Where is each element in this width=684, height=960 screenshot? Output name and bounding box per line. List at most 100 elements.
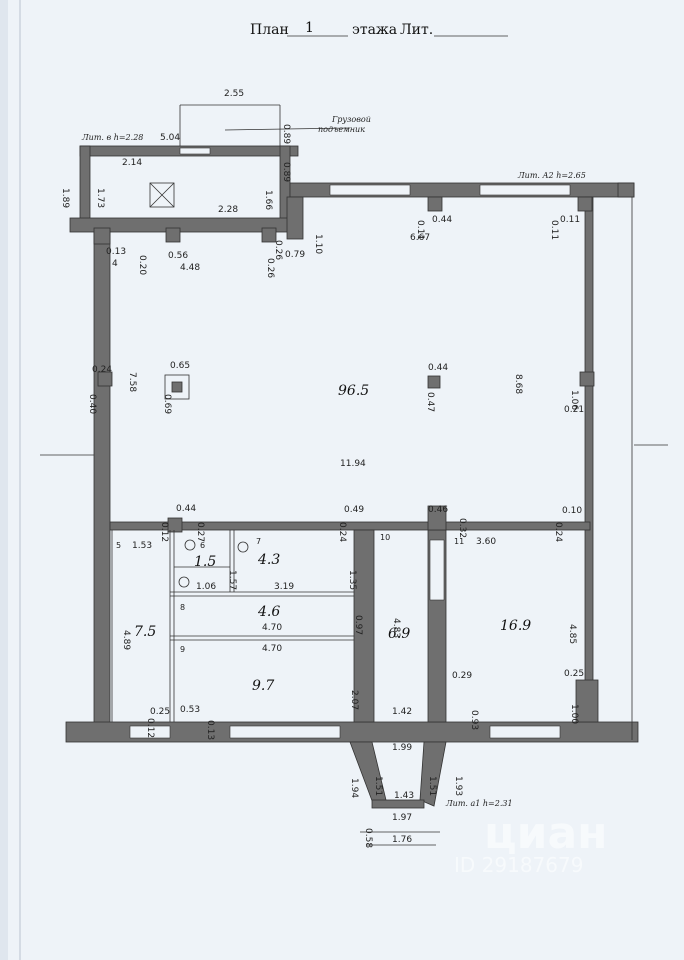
dimension-label: 1.93	[453, 776, 463, 796]
dimension-label: 6.67	[410, 233, 430, 243]
dimension-label: 1.43	[394, 791, 414, 801]
dimension-label: 1.51	[427, 776, 437, 796]
column	[427, 375, 441, 389]
dimension-label: 1.06	[569, 390, 579, 410]
dimension-label: 0.13	[205, 720, 215, 740]
dimension-label: 3.19	[274, 582, 294, 592]
dimension-label: 0.11	[415, 220, 425, 240]
floor-number: 1	[305, 20, 314, 36]
dimension-label: 0.26	[273, 240, 283, 260]
dimension-label: 1.97	[392, 813, 412, 823]
dimension-label: 4.85	[567, 624, 577, 644]
partitions	[109, 505, 591, 723]
room-9-number: 9	[180, 645, 185, 654]
room-7-area: 4.3	[257, 552, 280, 568]
dimension-label: 5.04	[160, 133, 180, 143]
dimension-label: 0.89	[281, 124, 291, 144]
dimension-label: 0.79	[285, 250, 305, 260]
dimension-label: 1.99	[392, 743, 412, 753]
dimension-label: 4.70	[262, 644, 282, 654]
dimension-label: 4.48	[180, 263, 200, 273]
room-7-number: 7	[256, 537, 261, 546]
dimension-label: 1.35	[347, 570, 357, 590]
dimension-label: 2.07	[349, 690, 359, 710]
dimension-label: 0.97	[353, 615, 363, 635]
dimension-label: 0.12	[145, 718, 155, 738]
annex-lit-v	[79, 104, 351, 223]
dimension-label: 0.93	[469, 710, 479, 730]
dimension-label: 0.65	[170, 361, 190, 371]
dimension-label: 8.68	[513, 374, 523, 394]
dimension-label: 0.53	[180, 705, 200, 715]
dimension-label: 0.25	[150, 707, 170, 717]
dimension-label: 1.73	[95, 188, 105, 208]
dimension-label: 0.13	[106, 247, 126, 257]
dimension-label: 4.70	[262, 623, 282, 633]
floor-word: этажа	[352, 22, 397, 38]
lift-shaft	[149, 182, 175, 208]
dimension-label: 2.14	[122, 158, 142, 168]
dimension-label: 0.12	[159, 522, 169, 542]
dimension-label: 0.58	[363, 828, 373, 848]
watermark-id: ID 29187679	[454, 853, 583, 877]
plan-sheet	[8, 0, 684, 960]
dimension-label: 3.60	[476, 537, 496, 547]
column-box	[164, 374, 190, 400]
main-walls	[40, 182, 668, 743]
dimension-label: 0.11	[549, 220, 559, 240]
watermark-brand: циан	[484, 808, 608, 859]
dimension-label: 0.40	[87, 394, 97, 414]
dimension-label: 0.44	[176, 504, 196, 514]
dimension-label: 1.89	[60, 188, 70, 208]
dimension-label: 0.56	[168, 251, 188, 261]
room-11-area: 16.9	[500, 618, 531, 634]
dimension-label: 1.57	[227, 570, 237, 590]
lit-v-label: Лит. в h=2.28	[81, 133, 143, 142]
dimension-label: 0.89	[281, 162, 291, 182]
dimension-label: 2.28	[218, 205, 238, 215]
room-6-area: 1.5	[194, 554, 216, 570]
lit-a1-label: Лит. а1 h=2.31	[445, 799, 513, 808]
dimension-label: 4	[112, 259, 118, 269]
dimension-label: 4.83	[391, 618, 401, 638]
dimension-label: 0.26	[265, 258, 275, 278]
dimension-label: 1.06	[196, 582, 216, 592]
dimension-label: 0.24	[553, 522, 563, 542]
room-10-number: 10	[380, 533, 390, 542]
dimension-label: 0.27	[195, 522, 205, 542]
dimension-label: 0.21	[564, 405, 584, 415]
room-6-number: 6	[200, 541, 205, 550]
porch-lit-a1	[349, 741, 447, 846]
dimension-label: 1.53	[132, 541, 152, 551]
lit-word: Лит.	[400, 22, 433, 38]
room-10-area: 6.9	[388, 626, 410, 642]
dimension-label: 1.42	[392, 707, 412, 717]
dimension-label: 1.66	[263, 190, 273, 210]
room-8-number: 8	[180, 603, 185, 612]
room-8-area: 4.6	[257, 604, 280, 620]
dimension-label: 1.51	[373, 776, 383, 796]
dimension-label: 1.10	[313, 234, 323, 254]
dimension-label: 11.94	[340, 459, 366, 469]
dimension-label: 0.20	[137, 255, 147, 275]
dimension-label: 0.44	[428, 363, 448, 373]
room-5-area: 7.5	[134, 624, 156, 640]
dimension-label: 0.29	[452, 671, 472, 681]
dimension-label: 0.24	[92, 365, 112, 375]
dimension-label: 0.46	[428, 505, 448, 515]
room-5-number: 5	[116, 541, 121, 550]
lift-label-2: подъемник	[318, 125, 365, 134]
dimension-label: 1.76	[392, 835, 412, 845]
dimension-label: 0.69	[162, 394, 172, 414]
room-main-area: 96.5	[338, 383, 369, 399]
dimension-label: 2.55	[224, 89, 244, 99]
dimension-label: 0.25	[564, 669, 584, 679]
dimension-label: 0.49	[344, 505, 364, 515]
dimension-label: 4.89	[121, 630, 131, 650]
dimension-label: 0.47	[425, 392, 435, 412]
dimension-label: 0.32	[457, 518, 467, 538]
dimension-label: 0.44	[432, 215, 452, 225]
dimension-label: 0.10	[562, 506, 582, 516]
lift-label-1: Грузовой	[331, 115, 371, 124]
